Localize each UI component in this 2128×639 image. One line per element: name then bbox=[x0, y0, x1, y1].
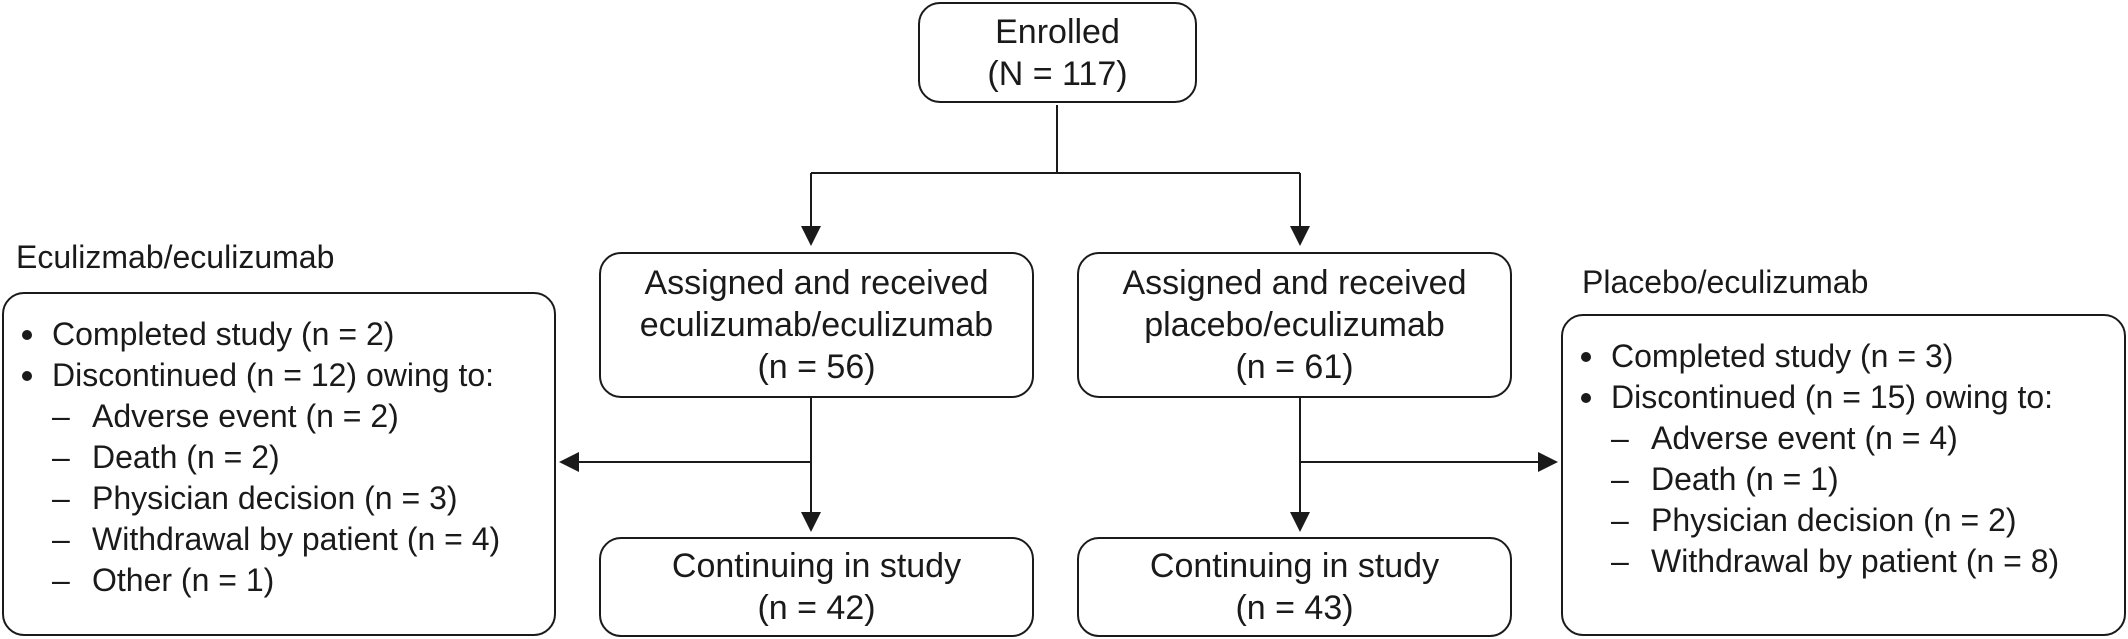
assigned-eculizumab-count: (n = 56) bbox=[757, 348, 876, 386]
eculizumab-reason-withdrawal: Withdrawal by patient (n = 4) bbox=[18, 519, 554, 560]
assigned-placebo-line2: placebo/eculizumab bbox=[1144, 306, 1445, 344]
continuing-eculizumab-box: Continuing in study (n = 42) bbox=[599, 537, 1034, 637]
eculizumab-discontinued: Discontinued (n = 12) owing to: bbox=[18, 355, 554, 396]
placebo-completed: Completed study (n = 3) bbox=[1577, 336, 2124, 377]
assigned-eculizumab-box: Assigned and received eculizumab/eculizu… bbox=[599, 252, 1034, 398]
eculizumab-reason-adverse-event: Adverse event (n = 2) bbox=[18, 396, 554, 437]
placebo-arm-label: Placebo/eculizumab bbox=[1582, 264, 1869, 300]
assigned-eculizumab-line2: eculizumab/eculizumab bbox=[639, 306, 994, 344]
continuing-placebo-box: Continuing in study (n = 43) bbox=[1077, 537, 1512, 637]
eculizumab-outcomes-box: Completed study (n = 2) Discontinued (n … bbox=[2, 292, 556, 636]
assigned-placebo-line1: Assigned and received bbox=[1122, 264, 1467, 302]
eculizumab-reason-other: Other (n = 1) bbox=[18, 560, 554, 601]
eculizumab-reason-physician-decision: Physician decision (n = 3) bbox=[18, 478, 554, 519]
eculizumab-completed: Completed study (n = 2) bbox=[18, 314, 554, 355]
placebo-reason-adverse-event: Adverse event (n = 4) bbox=[1577, 418, 2124, 459]
assigned-eculizumab-line1: Assigned and received bbox=[644, 264, 989, 302]
continuing-placebo-label: Continuing in study bbox=[1149, 547, 1440, 585]
placebo-discontinued: Discontinued (n = 15) owing to: bbox=[1577, 377, 2124, 418]
continuing-eculizumab-count: (n = 42) bbox=[757, 589, 876, 627]
enrolled-count: (N = 117) bbox=[987, 54, 1128, 93]
placebo-reason-death: Death (n = 1) bbox=[1577, 459, 2124, 500]
enrolled-box: Enrolled (N = 117) bbox=[918, 2, 1197, 103]
placebo-reason-withdrawal: Withdrawal by patient (n = 8) bbox=[1577, 541, 2124, 582]
eculizumab-reason-death: Death (n = 2) bbox=[18, 437, 554, 478]
continuing-eculizumab-label: Continuing in study bbox=[671, 547, 962, 585]
placebo-outcomes-list: Completed study (n = 3) Discontinued (n … bbox=[1577, 336, 2124, 582]
continuing-placebo-count: (n = 43) bbox=[1235, 589, 1354, 627]
enrolled-title: Enrolled bbox=[995, 12, 1120, 51]
assigned-placebo-box: Assigned and received placebo/eculizumab… bbox=[1077, 252, 1512, 398]
assigned-placebo-count: (n = 61) bbox=[1235, 348, 1354, 386]
eculizumab-arm-label: Eculizmab/eculizumab bbox=[16, 239, 335, 275]
placebo-outcomes-box: Completed study (n = 3) Discontinued (n … bbox=[1561, 314, 2126, 636]
placebo-reason-physician-decision: Physician decision (n = 2) bbox=[1577, 500, 2124, 541]
eculizumab-outcomes-list: Completed study (n = 2) Discontinued (n … bbox=[18, 314, 554, 601]
